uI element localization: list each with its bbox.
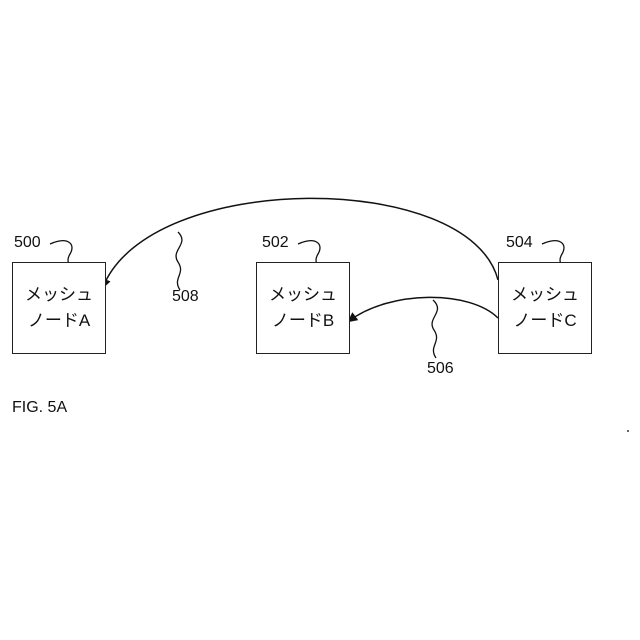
mesh-node-a: メッシュ ノードA: [12, 262, 106, 354]
mesh-node-b: メッシュ ノードB: [256, 262, 350, 354]
arrow-c-to-b: [349, 297, 498, 321]
mesh-node-c-line2: ノードC: [513, 308, 576, 334]
figure-caption: FIG. 5A: [12, 399, 67, 417]
mesh-node-c-line1: メッシュ: [511, 282, 579, 308]
mesh-node-a-line2: ノードA: [28, 308, 90, 334]
mesh-node-c: メッシュ ノードC: [498, 262, 592, 354]
mesh-node-b-line2: ノードB: [272, 308, 334, 334]
leader-line-508: [176, 232, 182, 290]
ref-numeral-506: 506: [427, 360, 454, 378]
mesh-node-b-line1: メッシュ: [269, 282, 337, 308]
stray-dot: [627, 430, 629, 432]
mesh-node-a-line1: メッシュ: [25, 282, 93, 308]
ref-numeral-500: 500: [14, 234, 41, 252]
ref-numeral-504: 504: [506, 234, 533, 252]
ref-numeral-502: 502: [262, 234, 289, 252]
leader-line-506: [432, 300, 437, 358]
ref-numeral-508: 508: [172, 288, 199, 306]
